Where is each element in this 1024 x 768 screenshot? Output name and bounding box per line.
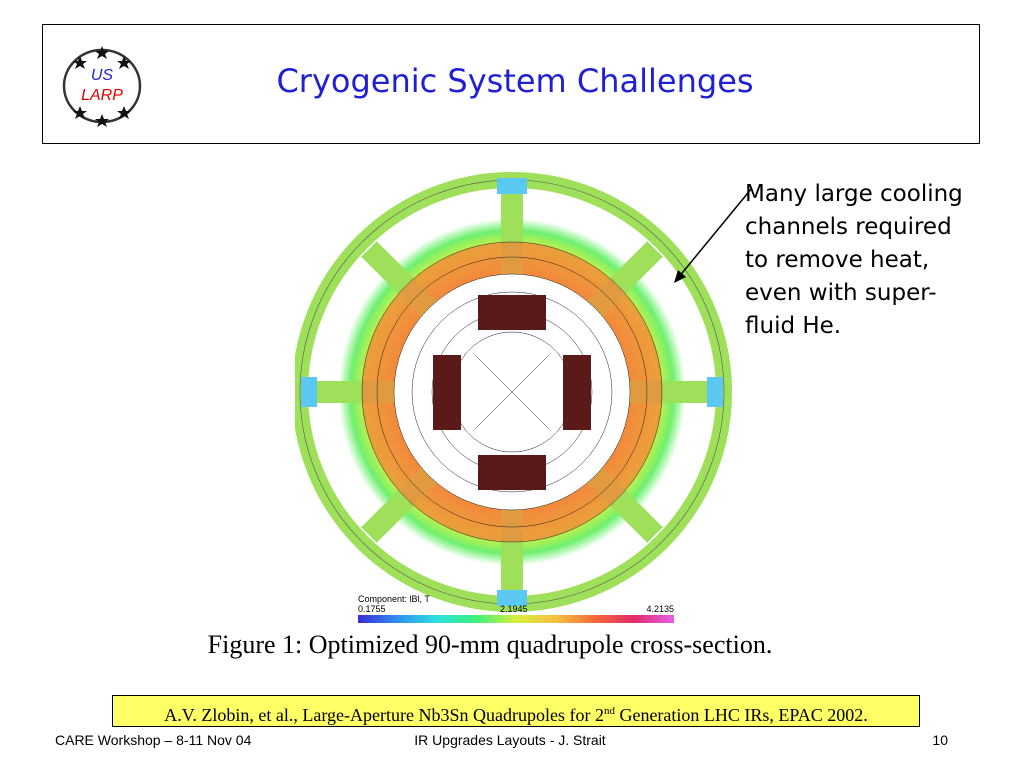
figure-caption: Figure 1: Optimized 90-mm quadrupole cro… bbox=[207, 630, 773, 659]
colorbar-label: Component: lBl, T bbox=[358, 594, 430, 604]
reference-text: A.V. Zlobin, et al., Large-Aperture Nb3S… bbox=[164, 705, 604, 725]
reference-text-end: Generation LHC IRs, EPAC 2002. bbox=[614, 705, 868, 725]
us-larp-logo: US LARP bbox=[62, 46, 142, 127]
annotation-line: Many large cooling bbox=[745, 181, 963, 207]
colorbar-max: 4.2135 bbox=[646, 604, 674, 614]
reference-sup: nd bbox=[603, 705, 615, 717]
logo-text-larp: LARP bbox=[81, 87, 123, 104]
annotation-line: channels required bbox=[745, 214, 952, 240]
title-frame bbox=[42, 24, 980, 144]
footer-center: IR Upgrades Layouts - J. Strait bbox=[414, 732, 606, 748]
annotation-text: Many large cooling channels required to … bbox=[745, 178, 1015, 343]
annotation-arrow bbox=[674, 187, 753, 283]
star-icon bbox=[73, 46, 131, 127]
page-title: Cryogenic System Challenges bbox=[276, 62, 754, 100]
colorbar: Component: lBl, T 0.1755 2.1945 4.2135 bbox=[358, 594, 674, 623]
annotation-line: to remove heat, bbox=[745, 247, 930, 273]
colorbar-gradient bbox=[358, 615, 674, 623]
colorbar-mid: 2.1945 bbox=[500, 604, 528, 614]
footer-left: CARE Workshop – 8-11 Nov 04 bbox=[55, 732, 252, 748]
quadrupole-cross-section-figure bbox=[295, 172, 732, 612]
annotation-line: fluid He. bbox=[745, 313, 842, 339]
logo-text-us: US bbox=[91, 67, 114, 84]
page-number: 10 bbox=[932, 732, 948, 748]
reference-box: A.V. Zlobin, et al., Large-Aperture Nb3S… bbox=[112, 695, 920, 727]
colorbar-min: 0.1755 bbox=[358, 604, 386, 614]
annotation-line: even with super- bbox=[745, 280, 937, 306]
